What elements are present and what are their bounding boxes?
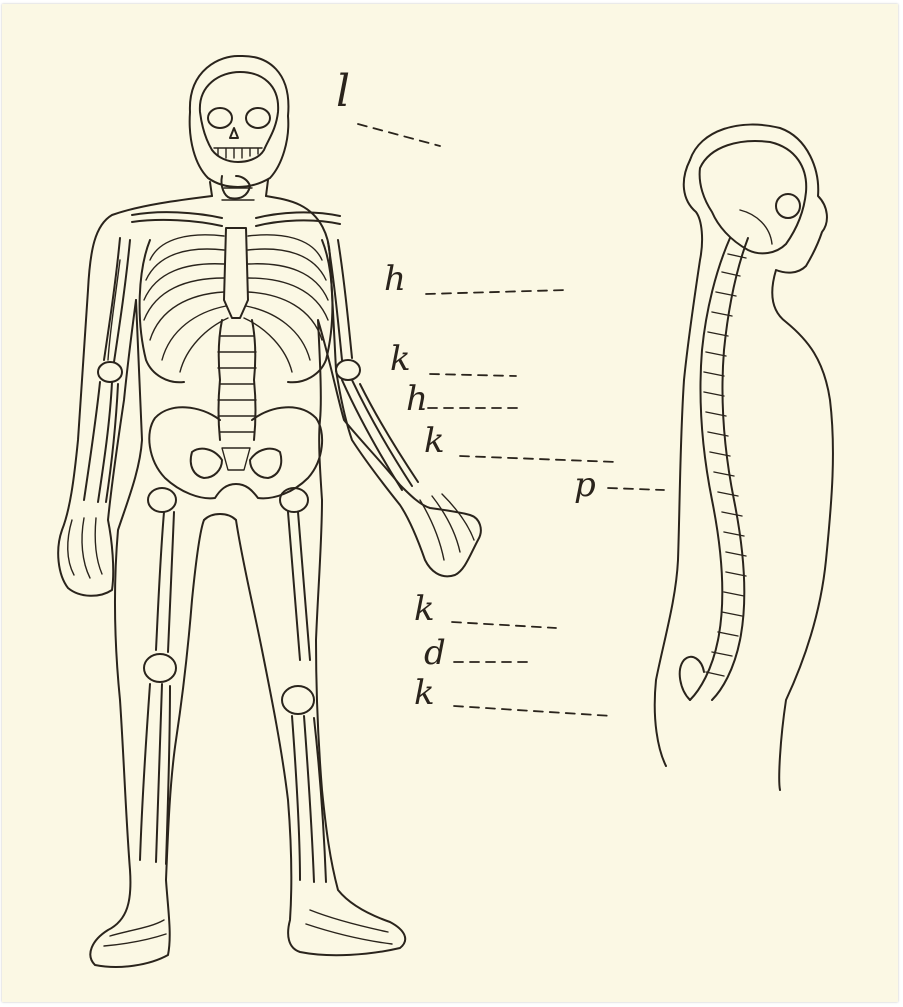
label-arm-upper: k <box>390 342 411 376</box>
leader-lines <box>358 124 664 716</box>
label-arm-lower: k <box>424 424 445 458</box>
side-spine <box>680 238 748 700</box>
front-pelvis <box>149 407 322 498</box>
label-skull: l <box>336 70 350 114</box>
label-leg-lower: k <box>414 676 435 710</box>
label-spine-front: h <box>406 382 428 416</box>
label-spine-side: p <box>574 468 596 502</box>
front-skull <box>200 72 278 162</box>
front-ribcage <box>140 228 333 382</box>
front-lumbar-spine <box>218 320 256 440</box>
label-knee: d <box>424 636 446 670</box>
front-neck-spine <box>221 176 254 200</box>
front-leg-bones <box>104 488 392 946</box>
label-rib-cage: h <box>384 262 406 296</box>
front-body-outline <box>58 56 481 967</box>
label-leg-upper: k <box>414 592 435 626</box>
side-skull <box>700 141 807 253</box>
front-clavicles <box>132 212 340 226</box>
side-body-outline <box>655 125 833 790</box>
